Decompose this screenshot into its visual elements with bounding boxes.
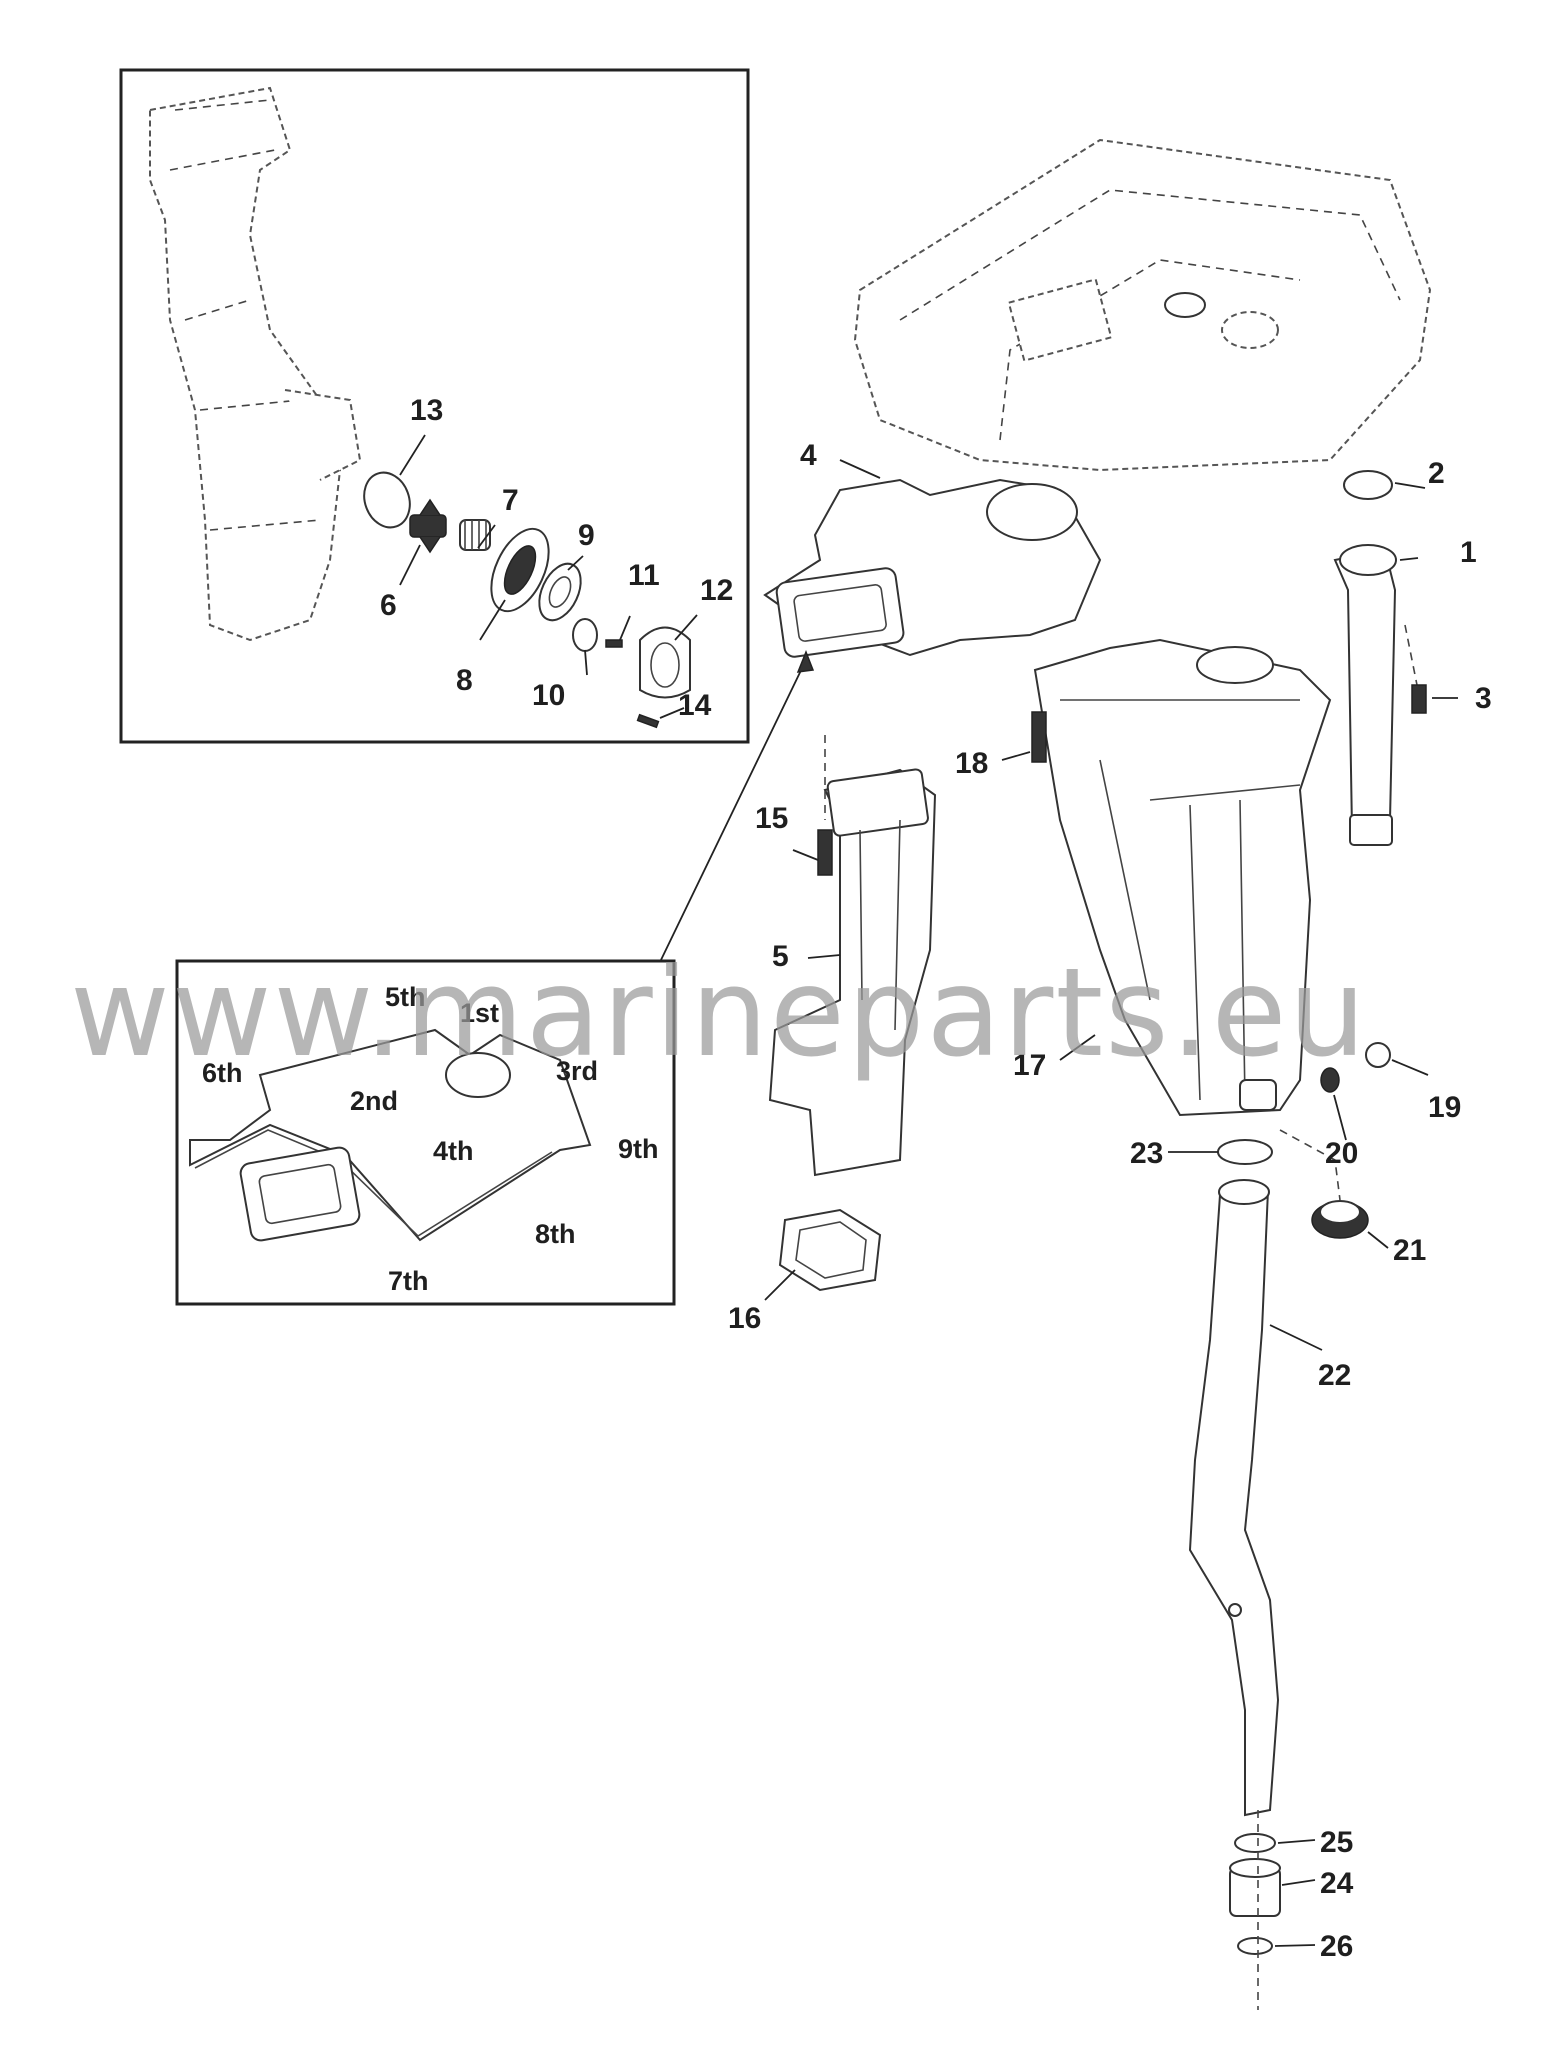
powerhead-adapter-plate — [853, 138, 1432, 472]
seq-8th: 8th — [535, 1219, 576, 1249]
watermark: www.marineparts.eu — [70, 942, 1368, 1084]
callout-23: 23 — [1130, 1137, 1163, 1170]
callout-9: 9 — [578, 519, 595, 552]
callout-19: 19 — [1428, 1091, 1461, 1124]
assembly-arrow — [659, 659, 807, 963]
callout-20: 20 — [1325, 1137, 1358, 1170]
callout-22: 22 — [1318, 1359, 1351, 1392]
oring-part-26 — [1237, 1937, 1273, 1955]
seq-9th: 9th — [618, 1134, 659, 1164]
callout-15: 15 — [755, 802, 788, 835]
plug-part-19 — [1365, 1042, 1391, 1068]
seq-1st: 1st — [460, 998, 499, 1028]
callout-5: 5 — [772, 940, 789, 973]
callout-14: 14 — [678, 689, 712, 722]
callout-12: 12 — [700, 574, 733, 607]
leader-lines — [399, 434, 1458, 1947]
oring-part-23 — [1217, 1139, 1273, 1165]
impeller-part-6 — [409, 498, 447, 554]
callout-2: 2 — [1428, 457, 1445, 490]
callout-4: 4 — [800, 439, 817, 472]
drain-line — [1279, 1129, 1341, 1201]
seq-6th: 6th — [202, 1058, 243, 1088]
callout-10: 10 — [532, 679, 565, 712]
seq-3rd: 3rd — [556, 1056, 598, 1086]
spring-part-7 — [459, 519, 491, 551]
fitting-part-24 — [1229, 1858, 1281, 1917]
inset-tightening-sequence — [175, 959, 676, 1306]
water-tube-part-1 — [1333, 470, 1397, 846]
oil-pickup-tube-part-22 — [1188, 1179, 1280, 1817]
seal-part-21 — [1311, 1200, 1369, 1239]
callout-6: 6 — [380, 589, 397, 622]
bolt-part-15 — [817, 829, 833, 876]
callout-17: 17 — [1013, 1049, 1046, 1082]
seq-2nd: 2nd — [350, 1086, 398, 1116]
callout-7: 7 — [502, 484, 519, 517]
callout-8: 8 — [456, 664, 473, 697]
callout-1: 1 — [1460, 536, 1477, 569]
bolt-part-3 — [1411, 684, 1427, 714]
callout-3: 3 — [1475, 682, 1492, 715]
sequence-labels: 1st 2nd 3rd 4th 5th 6th 7th 8th 9th — [202, 982, 659, 1296]
callouts: 1 2 3 4 5 6 7 8 9 10 11 12 13 14 15 16 1… — [380, 394, 1492, 1963]
callout-16: 16 — [728, 1302, 761, 1335]
callout-25: 25 — [1320, 1826, 1353, 1859]
callout-18: 18 — [955, 747, 988, 780]
seal-part-16 — [778, 1208, 882, 1292]
seq-4th: 4th — [433, 1136, 474, 1166]
adapter-gasket-part-4 — [763, 478, 1102, 658]
bolt-3-line — [1404, 624, 1419, 691]
seq-5th: 5th — [385, 982, 426, 1012]
bolt-part-18 — [1031, 711, 1047, 763]
exhaust-tube-part-5 — [768, 768, 937, 1177]
callout-26: 26 — [1320, 1930, 1353, 1963]
washer-part-20 — [1320, 1067, 1340, 1093]
assembly-arrowhead — [796, 649, 815, 673]
callout-21: 21 — [1393, 1234, 1426, 1267]
callout-24: 24 — [1320, 1867, 1354, 1900]
oil-sump-part-17 — [1033, 638, 1332, 1117]
inset-water-tube-detail — [119, 68, 750, 744]
callout-13: 13 — [410, 394, 443, 427]
oring-part-25 — [1234, 1833, 1276, 1853]
callout-11: 11 — [628, 559, 660, 592]
seq-7th: 7th — [388, 1266, 429, 1296]
